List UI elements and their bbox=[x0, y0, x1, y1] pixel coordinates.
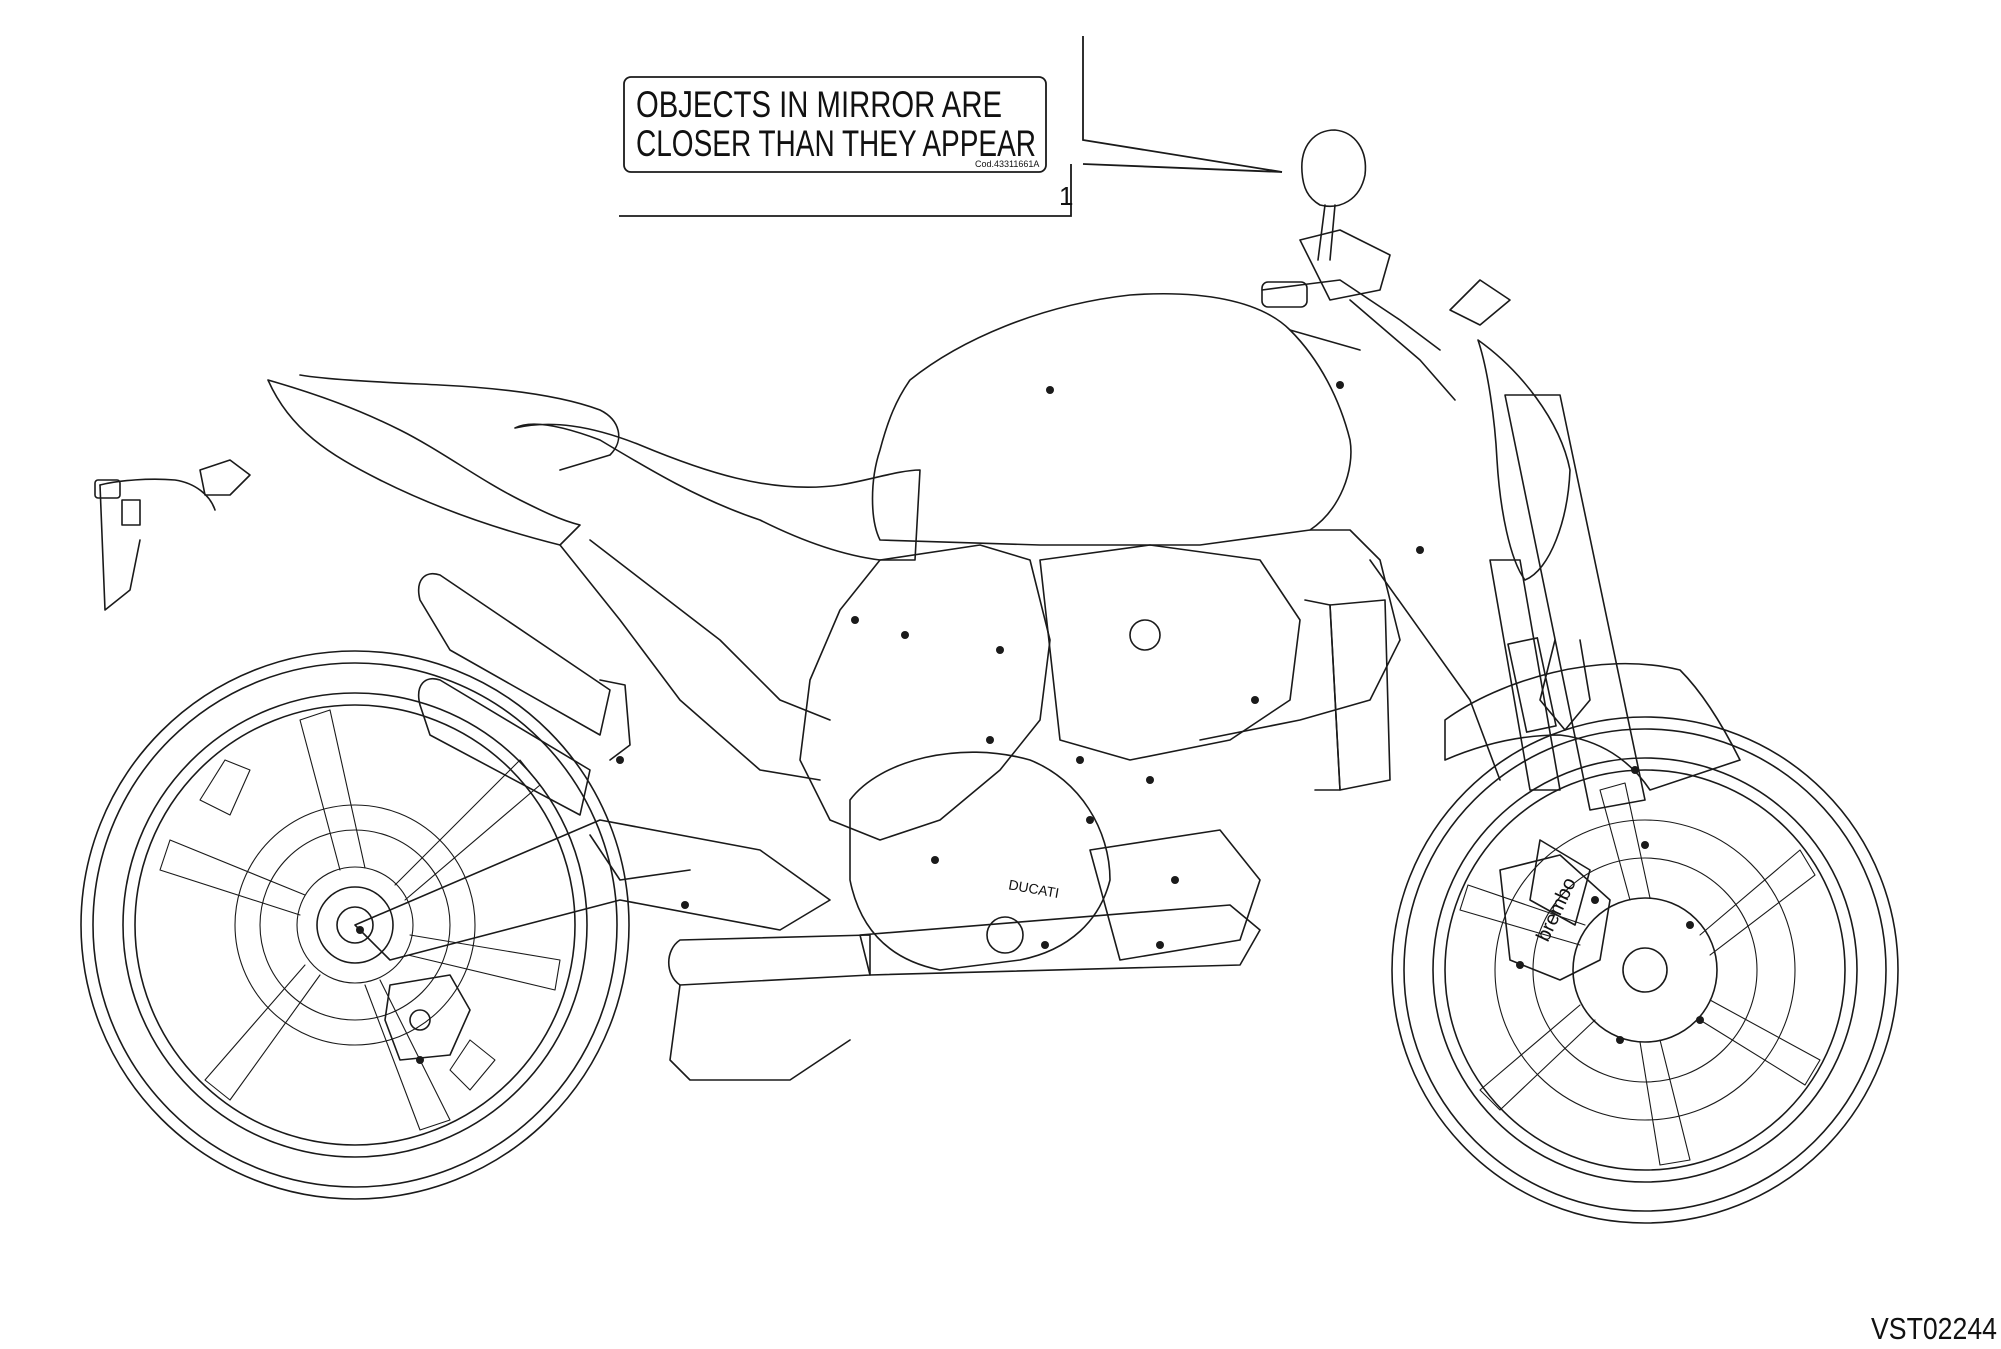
swingarm bbox=[354, 819, 831, 961]
tail-section bbox=[94, 379, 581, 611]
warning-label-sticker: OBJECTS IN MIRROR ARE CLOSER THAN THEY A… bbox=[623, 76, 1047, 173]
fasteners bbox=[356, 381, 1704, 1064]
engine: DUCATI bbox=[799, 544, 1301, 971]
front-fork bbox=[1489, 394, 1646, 926]
callout-number: 1 bbox=[1059, 181, 1073, 211]
callout-leader: 1 bbox=[619, 36, 1283, 217]
headlight bbox=[1449, 279, 1571, 581]
fuel-tank bbox=[871, 292, 1361, 546]
reference-code: VST02244 bbox=[1871, 1311, 1997, 1346]
exhaust-header bbox=[667, 904, 1261, 1081]
frame bbox=[559, 529, 1501, 781]
exhaust-mufflers bbox=[418, 573, 631, 816]
label-code: Cod.43311661A bbox=[975, 159, 1039, 169]
rear-wheel bbox=[80, 650, 630, 1200]
seat bbox=[299, 374, 921, 561]
label-line-1: OBJECTS IN MIRROR ARE bbox=[636, 84, 1002, 125]
mirror bbox=[1301, 129, 1367, 261]
rear-brake-caliper bbox=[384, 974, 471, 1061]
front-brake-caliper: brembo bbox=[1499, 854, 1611, 981]
label-border bbox=[623, 76, 1047, 173]
front-wheel bbox=[1391, 716, 1899, 1224]
front-fender bbox=[1444, 662, 1741, 791]
label-line-2: CLOSER THAN THEY APPEAR bbox=[636, 123, 1036, 164]
radiator bbox=[1304, 599, 1391, 791]
engine-logo: DUCATI bbox=[1007, 876, 1060, 901]
handlebar bbox=[1261, 229, 1456, 401]
